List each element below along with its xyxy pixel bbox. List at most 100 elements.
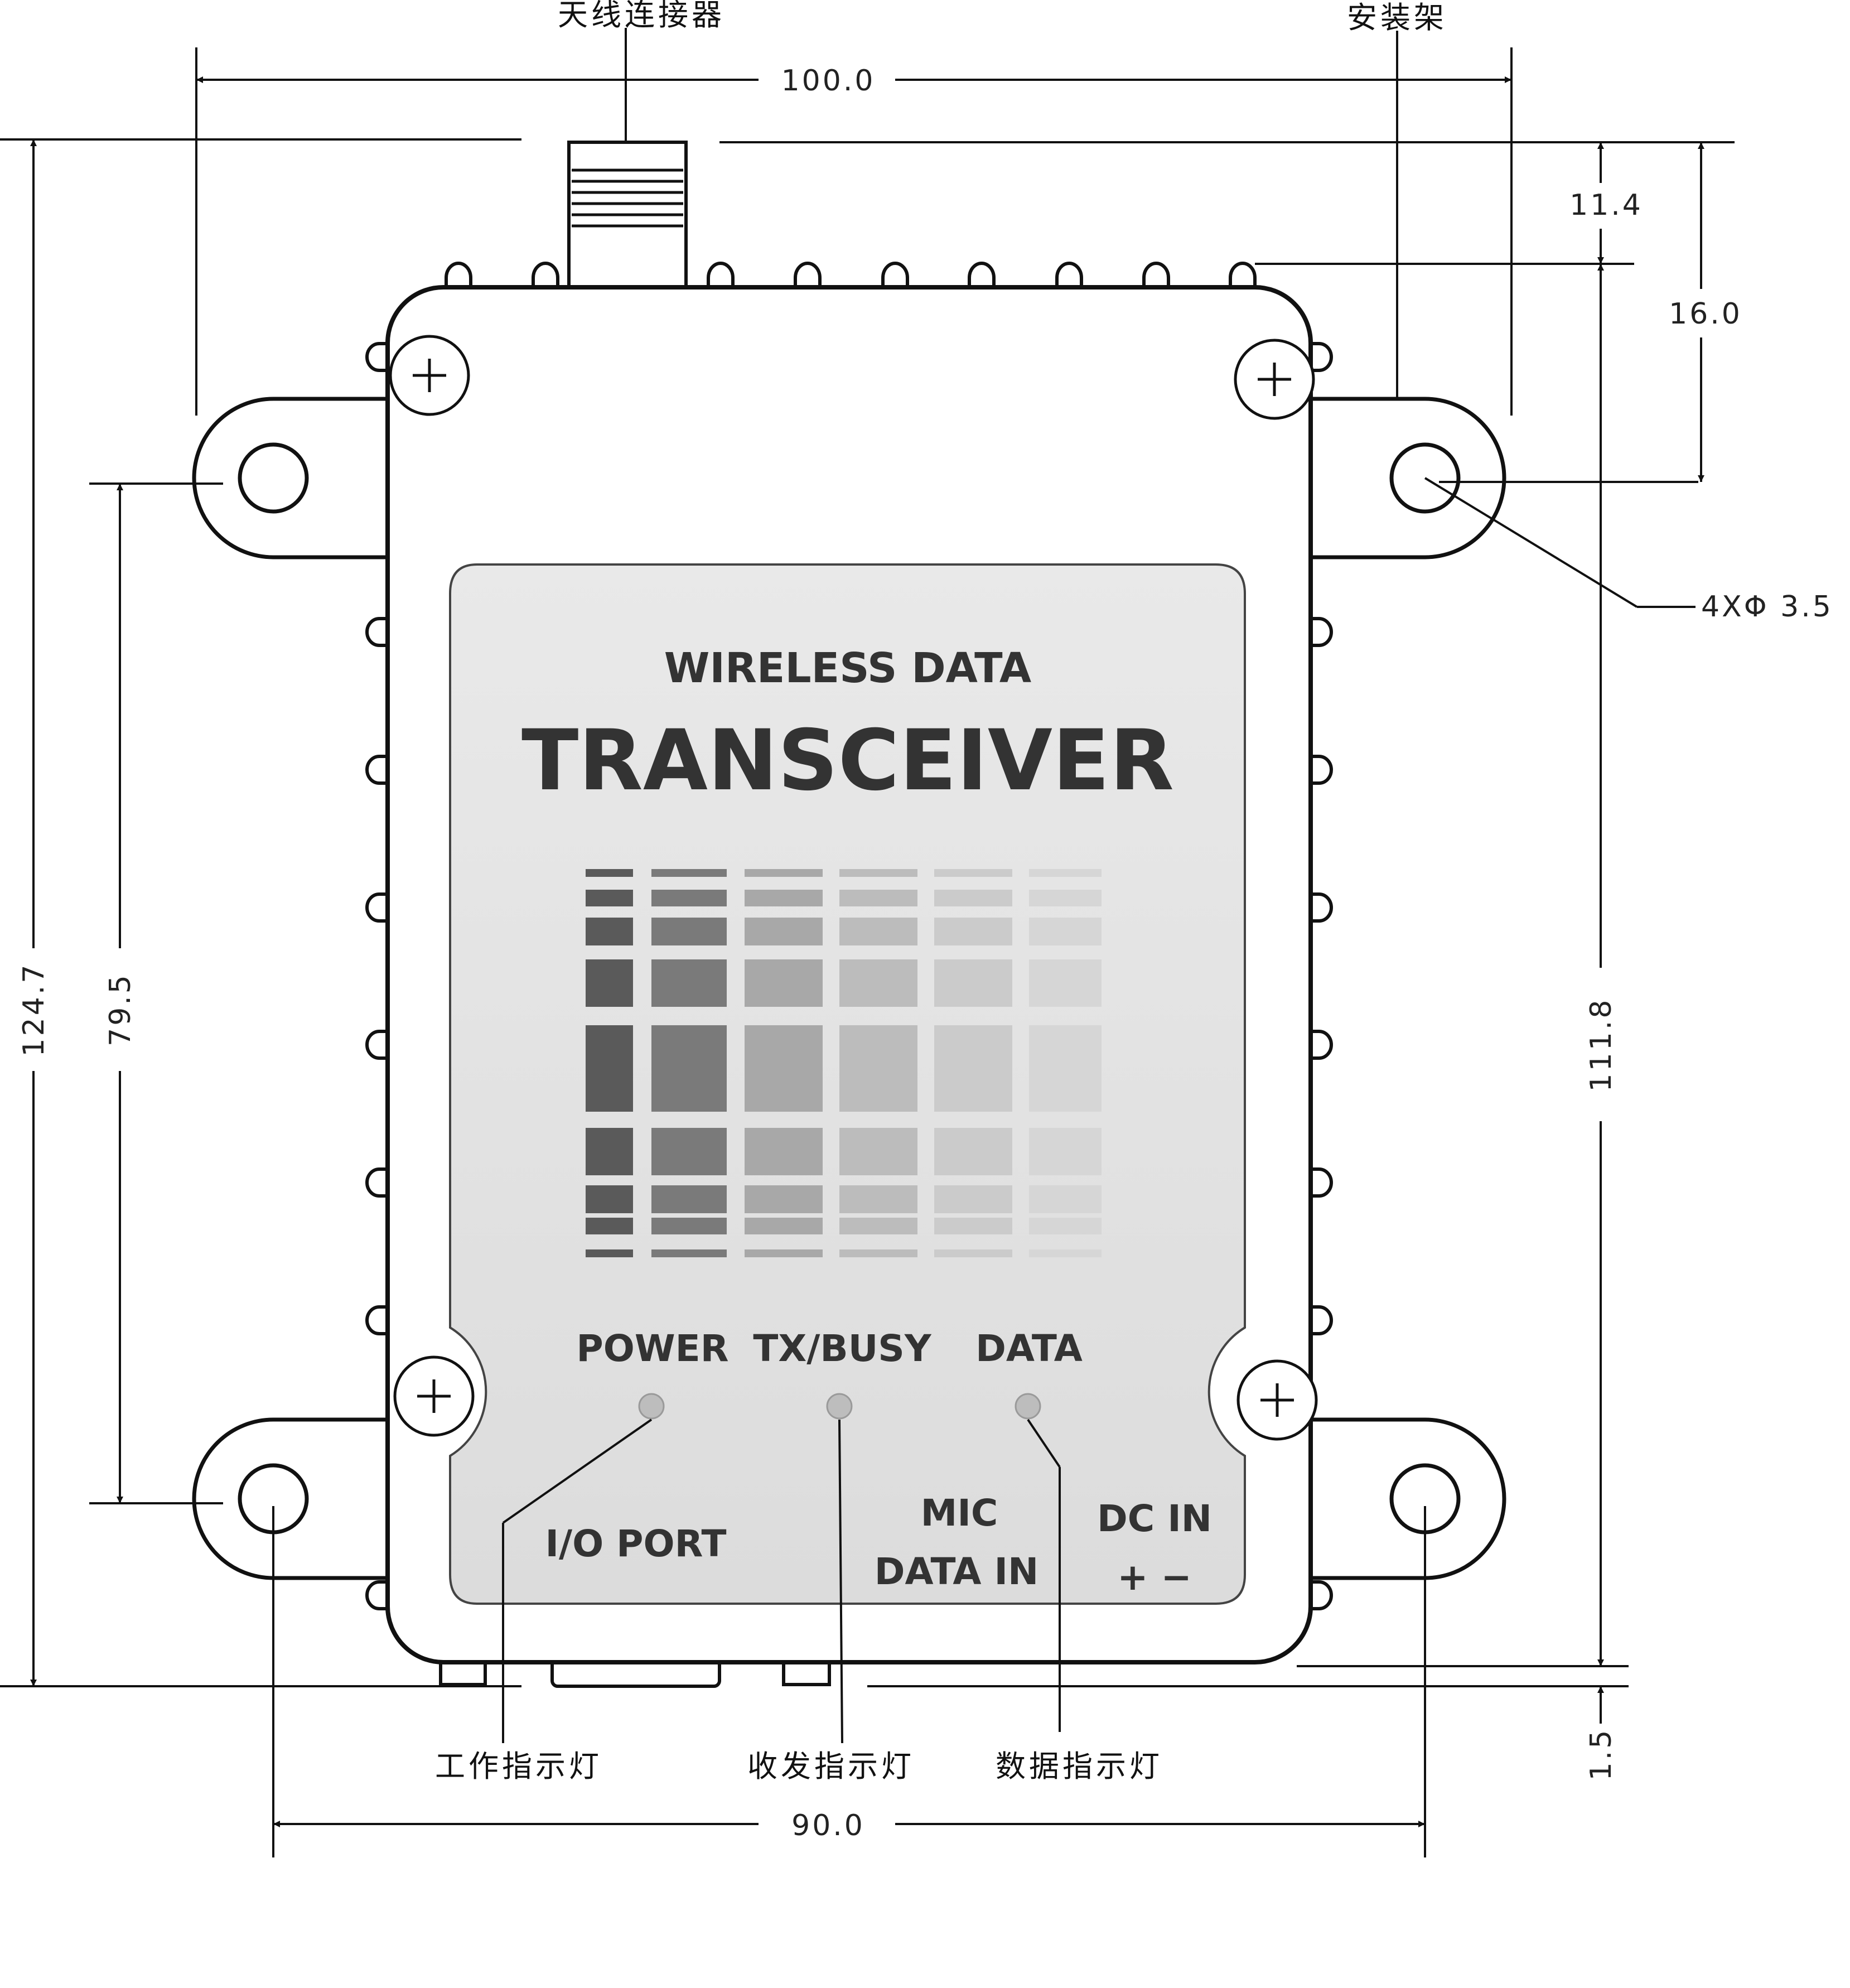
grid-cell <box>839 1218 917 1234</box>
dimension-lines <box>0 28 1735 1857</box>
screw-icon <box>389 335 1318 1441</box>
cooling-fin <box>365 1305 390 1335</box>
grid-cell <box>1029 918 1102 945</box>
grid-cell <box>839 869 917 877</box>
grid-cell <box>934 918 1012 945</box>
cooling-fin <box>365 1580 390 1610</box>
grid-cell <box>745 1249 823 1257</box>
dim-bottom-connector: 1.5 <box>1585 1728 1618 1781</box>
cooling-fin <box>365 617 390 647</box>
grid-cell <box>651 1185 727 1213</box>
cooling-fin <box>1308 342 1333 372</box>
dim-bracket-offset: 16.0 <box>1669 297 1742 331</box>
grid-cell <box>839 1249 917 1257</box>
cooling-fin <box>1308 617 1333 647</box>
grid-cell <box>745 1128 823 1175</box>
grid-cell <box>586 1128 633 1175</box>
grid-cell <box>745 890 823 906</box>
grid-cell <box>839 1128 917 1175</box>
dim-overall-height: 124.7 <box>17 963 51 1057</box>
grid-cell <box>839 1185 917 1213</box>
grid-cell <box>839 959 917 1007</box>
data-in-label: DATA IN <box>875 1550 1039 1593</box>
cooling-fin <box>1308 1167 1333 1198</box>
grid-cell <box>586 1185 633 1213</box>
grid-cell <box>586 1249 633 1257</box>
led-label-power: POWER <box>576 1327 728 1370</box>
grid-cell <box>1029 1218 1102 1234</box>
grid-cell <box>586 890 633 906</box>
cooling-fin <box>1308 1030 1333 1060</box>
cooling-fin <box>445 262 472 291</box>
cooling-fin <box>1308 1580 1333 1610</box>
panel-subtitle: WIRELESS DATA <box>664 644 1031 692</box>
bottom-connectors <box>439 1658 831 1688</box>
dc-in-label: DC IN <box>1097 1497 1212 1540</box>
polarity-label: + − <box>1117 1556 1192 1599</box>
dim-hole-spacing-height: 79.5 <box>104 973 137 1046</box>
cooling-fin <box>365 892 390 923</box>
led-label-data: DATA <box>975 1327 1083 1370</box>
grid-cell <box>745 1025 823 1112</box>
dim-body-height: 111.8 <box>1585 998 1618 1092</box>
grid-cell <box>934 1218 1012 1234</box>
grid-cell <box>934 1025 1012 1112</box>
grid-cell <box>651 1025 727 1112</box>
grid-cell <box>586 869 633 877</box>
grid-cell <box>1029 890 1102 906</box>
callout-txrx-indicator: 收发指示灯 <box>747 1749 915 1784</box>
cooling-fin <box>365 755 390 785</box>
grid-cell <box>1029 1185 1102 1213</box>
cooling-fin <box>881 262 909 291</box>
grid-cell <box>586 918 633 945</box>
grid-cell <box>651 1128 727 1175</box>
grid-cell <box>839 918 917 945</box>
grid-cell <box>934 890 1012 906</box>
grid-cell <box>651 918 727 945</box>
callout-antenna-connector: 天线连接器 <box>558 0 725 32</box>
callout-mounting-bracket: 安装架 <box>1347 0 1447 35</box>
cooling-fin <box>365 342 390 372</box>
grid-cell <box>745 918 823 945</box>
grid-cell <box>745 959 823 1007</box>
mic-label: MIC <box>921 1492 998 1535</box>
cooling-fin <box>1308 1305 1333 1335</box>
top-cooling-fins <box>445 262 1257 291</box>
grid-cell <box>651 959 727 1007</box>
led-label-tx-busy: TX/BUSY <box>753 1327 931 1370</box>
cooling-fin <box>968 262 996 291</box>
grid-cell <box>745 1218 823 1234</box>
grid-cell <box>745 869 823 877</box>
cooling-fin <box>794 262 822 291</box>
cooling-fin <box>1229 262 1257 291</box>
grid-cell <box>745 1185 823 1213</box>
cooling-fin <box>1308 755 1333 785</box>
grid-cell <box>934 1128 1012 1175</box>
dim-hole-spacing-width: 90.0 <box>791 1809 865 1842</box>
callout-data-indicator: 数据指示灯 <box>996 1749 1163 1784</box>
cooling-fin <box>707 262 735 291</box>
grid-cell <box>1029 869 1102 877</box>
cooling-fin <box>1308 892 1333 923</box>
grid-cell <box>1029 1025 1102 1112</box>
dim-overall-width: 100.0 <box>781 64 876 98</box>
io-port-label: I/O PORT <box>545 1522 726 1565</box>
grid-cell <box>586 1218 633 1234</box>
dim-antenna-height: 11.4 <box>1569 189 1643 222</box>
grid-cell <box>934 869 1012 877</box>
callout-power-indicator: 工作指示灯 <box>435 1749 602 1784</box>
grid-cell <box>651 890 727 906</box>
status-led <box>638 1393 1041 1420</box>
grid-cell <box>651 1218 727 1234</box>
cooling-fin <box>1142 262 1170 291</box>
grid-cell <box>1029 959 1102 1007</box>
panel-title: TRANSCEIVER <box>521 712 1174 809</box>
grid-cell <box>934 959 1012 1007</box>
grid-cell <box>1029 1128 1102 1175</box>
antenna-connector <box>567 141 688 292</box>
decorative-pixel-grid <box>586 869 1102 1257</box>
grid-cell <box>1029 1249 1102 1257</box>
grid-cell <box>651 869 727 877</box>
